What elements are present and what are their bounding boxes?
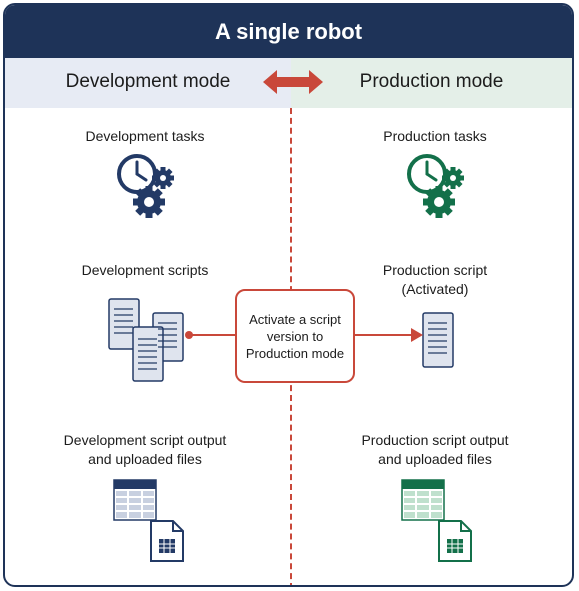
development-tasks-icon <box>117 154 174 218</box>
production-tasks-icon <box>407 154 464 218</box>
callout-line1: Activate a script <box>249 311 341 327</box>
development-scripts-icon <box>108 298 184 382</box>
diagram-frame: A single robot Development mode Producti… <box>3 3 574 587</box>
production-script-label-line1: Production script <box>382 262 488 278</box>
development-output-label: Development script output and uploaded f… <box>35 431 255 469</box>
development-tasks-label: Development tasks <box>85 128 205 144</box>
development-file-icon <box>150 520 184 562</box>
production-script-label-line2: (Activated) <box>401 281 469 297</box>
callout-line2: version to <box>266 328 324 344</box>
production-tasks-label: Production tasks <box>383 128 487 144</box>
activate-callout: Activate a script version to Production … <box>235 289 355 383</box>
production-output-label: Production script output and uploaded fi… <box>325 431 545 469</box>
bidirectional-arrow-icon <box>263 70 323 94</box>
callout-line3: Production mode <box>245 345 345 361</box>
production-output-label-line1: Production script output <box>361 432 509 448</box>
production-file-icon <box>438 520 472 562</box>
production-output-label-line2: and uploaded files <box>378 451 492 467</box>
production-mode-header: Production mode <box>291 58 572 108</box>
development-scripts-label: Development scripts <box>81 262 209 278</box>
development-output-label-line2: and uploaded files <box>88 451 202 467</box>
production-script-label: Production script (Activated) <box>335 261 535 299</box>
production-script-icon <box>422 312 454 368</box>
development-mode-header: Development mode <box>5 58 291 108</box>
development-spreadsheet-icon <box>113 479 157 521</box>
development-output-label-line1: Development script output <box>63 432 227 448</box>
production-spreadsheet-icon <box>401 479 445 521</box>
activation-arrow-icon <box>185 328 423 342</box>
diagram-title: A single robot <box>5 5 572 58</box>
